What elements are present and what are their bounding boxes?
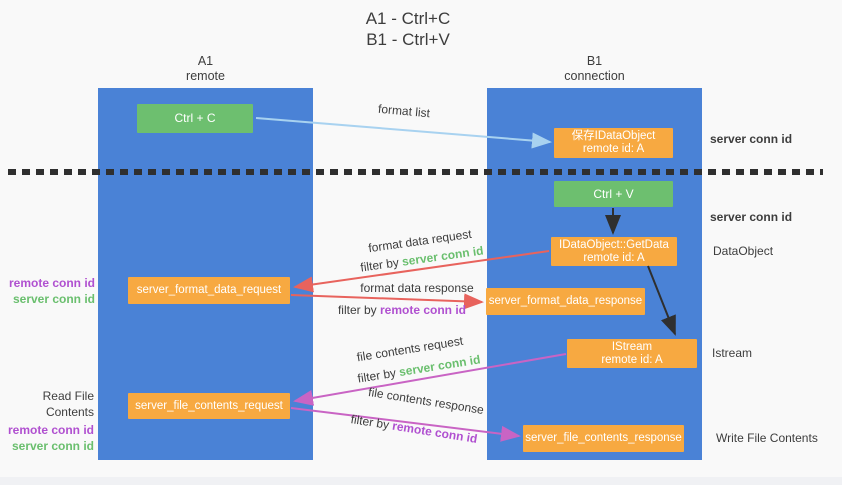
read-file-contents-label: Read File Contents: [42, 389, 94, 419]
bottom-edge: [0, 477, 842, 485]
format-data-response-arrow: [290, 293, 484, 310]
remote-conn-id-label: remote conn id: [8, 276, 95, 290]
format-data-response-filter-label: filter by remote conn id: [337, 303, 467, 317]
left-mid-conn-ids: remote conn id server conn id: [0, 276, 95, 307]
save-idataobject-line1: 保存IDataObject: [571, 130, 656, 142]
title-line-2: B1 - Ctrl+V: [366, 30, 450, 49]
server-conn-id-label: server conn id: [11, 438, 94, 453]
node-idataobject-getdata: IDataObject::GetData remote id: A: [551, 237, 677, 266]
server-conn-id-label: server conn id: [12, 291, 95, 306]
lane-a1-role: remote: [186, 69, 225, 83]
lane-b1-role: connection: [564, 69, 625, 83]
format-list-label: format list: [377, 101, 431, 121]
node-istream: IStream remote id: A: [567, 339, 697, 368]
right-server-conn-id-top: server conn id: [710, 132, 793, 146]
node-ctrl-v: Ctrl + V: [554, 181, 673, 207]
lane-header-b1-connection: B1 connection: [487, 54, 702, 84]
server-file-contents-response-label: server_file_contents_response: [525, 432, 682, 444]
ctrl-v-label: Ctrl + V: [593, 186, 634, 201]
dataobject-label: DataObject: [713, 244, 774, 258]
lane-a1-name: A1: [197, 54, 214, 68]
node-server-format-data-request: server_format_data_request: [128, 277, 290, 304]
write-file-contents-label: Write File Contents: [716, 431, 818, 445]
server-file-contents-request-label: server_file_contents_request: [135, 399, 283, 412]
node-save-idataobject: 保存IDataObject remote id: A: [554, 128, 673, 158]
server-format-data-response-label: server_format_data_response: [488, 295, 643, 307]
lane-b1-name: B1: [586, 54, 603, 68]
lane-header-a1-remote: A1 remote: [98, 54, 313, 84]
istream-line2: remote id: A: [601, 353, 663, 366]
node-server-file-contents-request: server_file_contents_request: [128, 393, 290, 419]
istream-line1: IStream: [611, 340, 653, 353]
session-divider-dotted-line: [8, 169, 823, 175]
istream-side-label: Istream: [712, 346, 753, 360]
ctrl-c-label: Ctrl + C: [174, 111, 216, 125]
node-server-file-contents-response: server_file_contents_response: [523, 425, 684, 452]
format-data-response-label: format data response: [360, 281, 474, 295]
save-idataobject-line2: remote id: A: [582, 143, 645, 155]
getdata-line2: remote id: A: [583, 251, 645, 264]
title-line-1: A1 - Ctrl+C: [365, 9, 451, 28]
remote-conn-id-label: remote conn id: [7, 423, 94, 437]
node-server-format-data-response: server_format_data_response: [486, 288, 645, 315]
node-ctrl-c: Ctrl + C: [137, 104, 253, 133]
server-format-data-request-label: server_format_data_request: [136, 284, 282, 296]
left-bottom-annotations: Read File Contents remote conn id server…: [0, 389, 94, 454]
getdata-line1: IDataObject::GetData: [559, 238, 669, 251]
right-server-conn-id-mid: server conn id: [710, 210, 793, 224]
diagram-title: A1 - Ctrl+C B1 - Ctrl+V: [0, 8, 816, 50]
